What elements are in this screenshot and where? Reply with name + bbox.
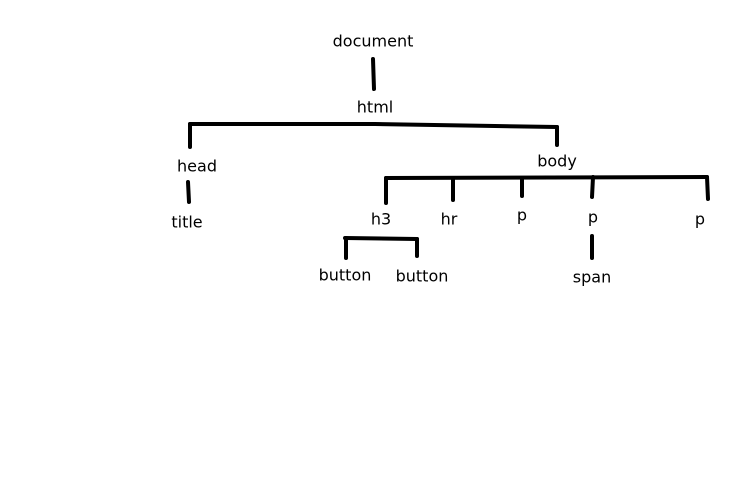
edge-body-p2 [590, 175, 595, 199]
edge-h3-children-bar [343, 236, 419, 241]
node-h3: h3 [370, 209, 392, 229]
node-document: document [332, 31, 414, 51]
node-button2: button [395, 266, 449, 286]
edge-html-children-bar [188, 122, 559, 129]
node-body: body [537, 151, 577, 171]
edge-body-children-bar [384, 175, 709, 180]
node-span: span [572, 267, 612, 287]
node-p3: p [694, 209, 706, 229]
node-p2: p [587, 207, 599, 227]
node-p1: p [516, 205, 528, 225]
node-title: title [171, 212, 203, 232]
node-head: head [177, 156, 217, 176]
node-hr: hr [440, 209, 458, 229]
node-html: html [356, 97, 394, 117]
edge-body-p3 [705, 175, 710, 201]
node-button1: button [318, 265, 372, 285]
edge-head-title [186, 180, 191, 204]
edge-document-html [371, 57, 376, 91]
